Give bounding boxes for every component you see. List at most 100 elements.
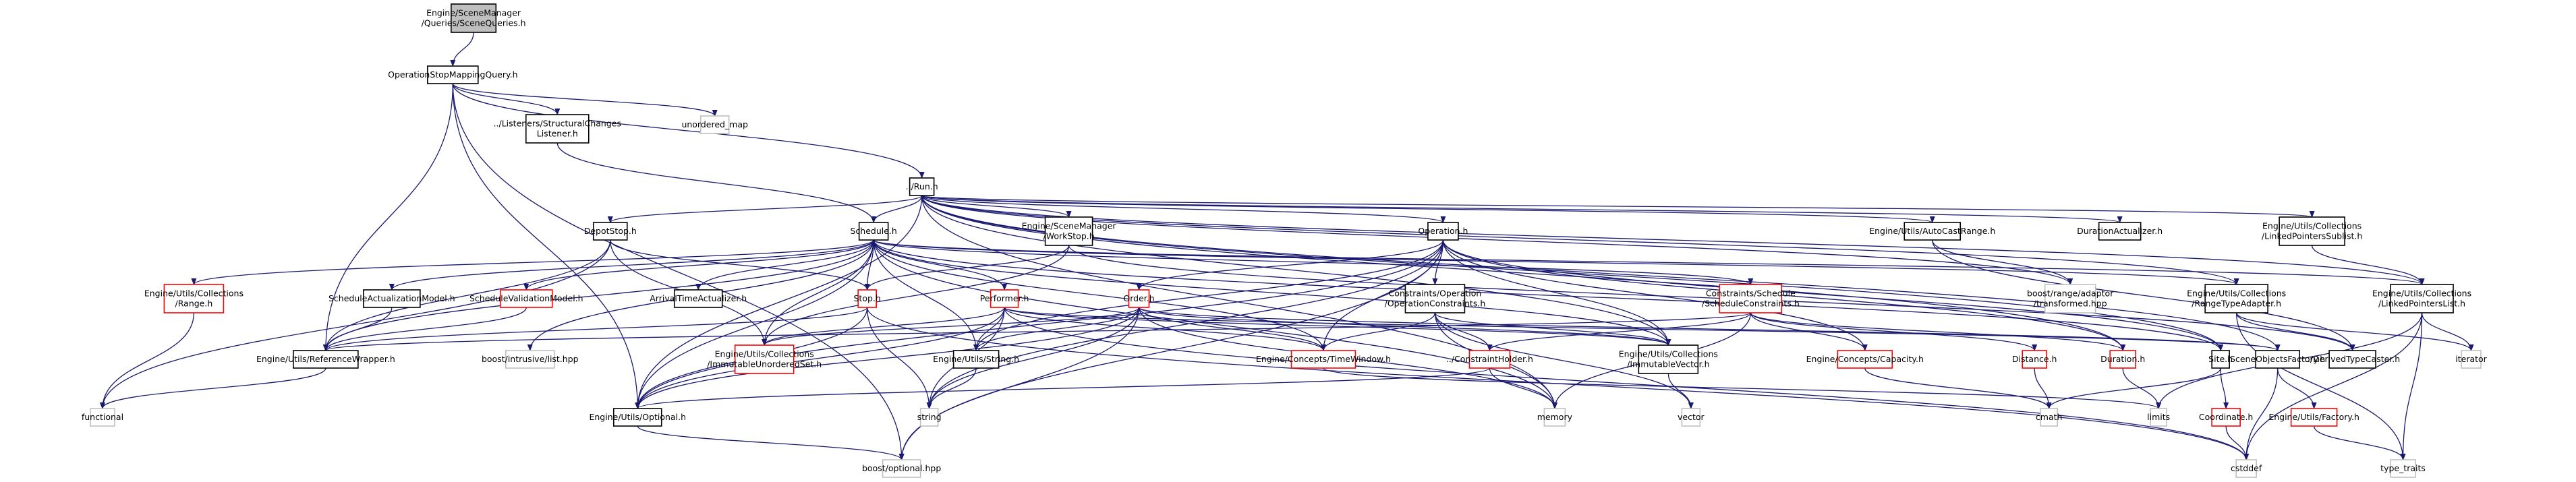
node-label: boost/range/adaptor	[2027, 289, 2114, 299]
node-utilsstring[interactable]: Engine/Utils/String.h	[933, 350, 1019, 369]
node-label: ScheduleActualizationModel.h	[328, 293, 455, 303]
node-utilsfactory[interactable]: Engine/Utils/Factory.h	[2268, 408, 2359, 427]
node-label: Engine/Utils/ReferenceWrapper.h	[256, 354, 395, 364]
node-range[interactable]: Engine/Utils/Collections/Range.h	[144, 284, 244, 313]
edge-layer	[99, 32, 2474, 460]
node-refwrapper[interactable]: Engine/Utils/ReferenceWrapper.h	[256, 350, 395, 369]
node-opconstr[interactable]: Constraints/Operation/OperationConstrain…	[1385, 284, 1486, 313]
edge	[1138, 307, 2281, 351]
edge	[2311, 245, 2425, 285]
edge	[2122, 367, 2162, 409]
node-label: Operation.h	[1418, 226, 1468, 236]
node-immvector[interactable]: Engine/Utils/Collections/ImmutableVector…	[1619, 344, 1718, 374]
edge-rangetype-to-derivedcaster	[2235, 312, 2355, 351]
node-unordset[interactable]: Engine/Utils/Collections/ImmutableUnorde…	[707, 344, 822, 374]
edge	[1667, 373, 1694, 409]
node-schedact[interactable]: ScheduleActualizationModel.h	[328, 289, 455, 308]
edge	[1434, 312, 1694, 409]
node-distance[interactable]: Distance.h	[2012, 350, 2057, 369]
node-label: Order.h	[1123, 293, 1154, 303]
edge	[452, 83, 905, 460]
edge-root-to-opstop	[450, 32, 474, 67]
node-derivedcaster[interactable]: ../DerivedTypeCaster.h	[2305, 350, 2400, 369]
edge	[450, 32, 474, 67]
edge-depotstop-to-functional	[100, 239, 611, 409]
edge-order-to-utilsstring	[973, 307, 1140, 351]
node-label: Engine/Concepts/Capacity.h	[1806, 354, 1924, 364]
node-label: ../DerivedTypeCaster.h	[2305, 354, 2400, 364]
edge	[1750, 312, 2038, 351]
edge-performer-to-timewindow	[1004, 307, 1326, 351]
edge	[2400, 312, 2423, 460]
node-schedconstr[interactable]: Constraints/Schedule/ScheduleConstraints…	[1702, 284, 1800, 313]
node-optional[interactable]: Engine/Utils/Optional.h	[589, 408, 686, 427]
node-schedule[interactable]: Schedule.h	[850, 222, 897, 241]
node-box	[857, 289, 877, 308]
edge	[2243, 312, 2423, 460]
node-site[interactable]: Site.h	[2208, 350, 2233, 369]
edge	[322, 307, 527, 351]
node-stop[interactable]: Stop.h	[853, 289, 881, 308]
node-lplist[interactable]: Engine/Utils/Collections/LinkedPointersL…	[2372, 284, 2471, 313]
node-order[interactable]: Order.h	[1123, 289, 1155, 308]
edge	[921, 195, 1935, 223]
node-factory[interactable]: SceneObjectsFactory.h	[2230, 350, 2325, 369]
edge-run-to-immvector	[921, 195, 1671, 346]
edge-workstop-to-stop	[864, 245, 1070, 291]
edge-constrholder-to-memory	[1489, 367, 1557, 409]
node-lpsublist[interactable]: Engine/Utils/Collections/LinkedPointersS…	[2262, 216, 2362, 246]
node-box	[1290, 350, 1356, 369]
node-opstop[interactable]: OperationStopMappingQuery.h	[388, 65, 518, 84]
edge	[1932, 239, 2073, 285]
edge	[1489, 367, 1557, 409]
edge	[921, 195, 1671, 346]
node-root[interactable]: Engine/SceneManager/Queries/SceneQueries…	[422, 3, 526, 33]
node-box	[2390, 459, 2416, 478]
node-box	[2235, 459, 2257, 478]
edge	[873, 239, 1671, 346]
edge-autocast-to-transformed	[1932, 239, 2073, 285]
edge	[635, 307, 1005, 409]
edge	[873, 239, 1008, 291]
node-autocast[interactable]: Engine/Utils/AutoCastRange.h	[1869, 222, 1995, 241]
node-string: string	[917, 408, 942, 427]
edge	[610, 239, 870, 291]
edge	[1750, 312, 1868, 351]
node-run[interactable]: ../Run.h	[906, 177, 938, 196]
node-durationact[interactable]: DurationActualizer.h	[2077, 222, 2163, 241]
node-capacity[interactable]: Engine/Concepts/Capacity.h	[1806, 350, 1924, 369]
node-rangetype[interactable]: Engine/Utils/Collections/RangeTypeAdapte…	[2187, 284, 2286, 313]
node-workstop[interactable]: Engine/SceneManager/WorkStop.h	[1022, 216, 1117, 246]
edge-listener-to-schedule	[556, 142, 877, 223]
node-schedval[interactable]: ScheduleValidationModel.h	[469, 289, 583, 308]
node-functional: functional	[82, 408, 123, 427]
edge-workstop-to-unordset	[762, 245, 1070, 346]
node-performer[interactable]: Performer.h	[980, 289, 1029, 308]
edge-schedule-to-memory	[873, 239, 1557, 409]
node-box	[2098, 222, 2142, 241]
node-coordinate[interactable]: Coordinate.h	[2199, 408, 2253, 427]
edge-operation-to-string	[926, 239, 1444, 409]
edge	[1004, 307, 1326, 351]
edge-stop-to-refwrapper	[323, 307, 868, 351]
edge-factory-to-cstddef	[2243, 367, 2279, 460]
edge	[323, 307, 868, 351]
edge-performer-to-utilsstring	[973, 307, 1005, 351]
edge	[635, 367, 1491, 409]
node-operation[interactable]: Operation.h	[1418, 222, 1468, 241]
edge	[2277, 367, 2317, 409]
node-constrholder[interactable]: ../ConstraintHolder.h	[1446, 350, 1533, 369]
node-box	[451, 3, 497, 33]
node-duration[interactable]: Duration.h	[2100, 350, 2145, 369]
node-label: Stop.h	[853, 293, 880, 303]
edge	[1004, 307, 2281, 351]
node-timewindow[interactable]: Engine/Concepts/TimeWindow.h	[1256, 350, 1391, 369]
edge-schedact-to-refwrapper	[322, 307, 393, 351]
node-depotstop[interactable]: DepotStop.h	[584, 222, 637, 241]
edge	[389, 239, 874, 291]
edge	[973, 307, 1140, 351]
node-label: Engine/Utils/Collections	[2262, 221, 2362, 231]
edge	[1136, 239, 1444, 291]
node-arrival[interactable]: ArrivalTimeActualizer.h	[650, 289, 747, 308]
